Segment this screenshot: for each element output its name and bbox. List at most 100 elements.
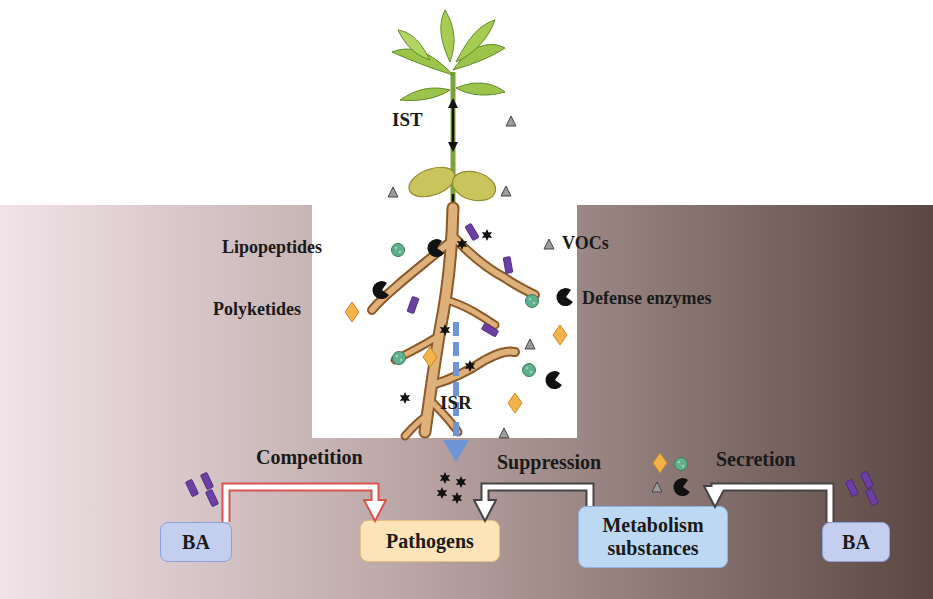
arrow-shaft (453, 322, 459, 442)
bacterium-symbol (865, 488, 878, 505)
process-box: Metabolism substances (578, 506, 728, 568)
polyketide-symbol (345, 302, 359, 322)
bacterium-symbol (185, 479, 198, 496)
bacterium-symbol (845, 479, 858, 496)
rhizosphere-window (312, 205, 577, 438)
plant-shoot (392, 10, 505, 212)
lipopeptide-symbol (393, 352, 406, 365)
lipopeptide-symbol (526, 295, 539, 308)
cotyledon (405, 162, 459, 203)
bacterium-symbol (860, 471, 873, 488)
signal-label: ISR (440, 392, 472, 414)
target-box: Pathogens (360, 520, 500, 562)
root-fill (405, 415, 428, 436)
bacterium-symbol (407, 296, 419, 313)
root (432, 352, 515, 385)
arrow-head (443, 440, 469, 462)
ist-arrow (448, 98, 458, 213)
enzyme-symbol (372, 281, 389, 299)
voc-symbol (388, 187, 398, 197)
polyketides (345, 302, 667, 473)
lipopeptide-symbol (523, 364, 536, 377)
enzyme-symbol (545, 371, 562, 389)
root-fill (432, 352, 515, 385)
arrow-head (448, 142, 458, 152)
bacterium-symbol (481, 323, 498, 337)
enzyme-symbol (556, 288, 573, 306)
voc-symbol (652, 482, 662, 492)
root (452, 235, 535, 295)
arrow-head (448, 98, 458, 108)
leaf (456, 83, 505, 95)
bacterium-symbol (465, 223, 479, 240)
edge-label: Suppression (497, 451, 601, 474)
voc-symbol (506, 116, 516, 126)
block-arrow (485, 487, 590, 508)
pathogen-symbol (440, 472, 450, 484)
voc-symbol (544, 239, 554, 249)
agent-box: BA (822, 522, 890, 562)
block-arrow-fill (715, 487, 830, 522)
voc-symbol (499, 428, 509, 438)
compound-label: Lipopeptides (222, 237, 322, 258)
voc-symbol (501, 186, 511, 196)
lipopeptides (392, 244, 688, 471)
block-arrow (715, 487, 830, 522)
connector-group (715, 487, 830, 522)
enzyme-symbol (673, 478, 690, 496)
edge-label: Secretion (716, 448, 796, 471)
bacterium-symbol (200, 472, 213, 489)
compound-label: Polyketides (213, 299, 301, 320)
lipopeptide-symbol (392, 244, 405, 257)
leaf (456, 20, 495, 62)
pathogen-symbol (456, 476, 466, 488)
pathogen-symbol (452, 492, 462, 504)
node-text: BA (842, 531, 870, 554)
pathogen-symbol (482, 229, 492, 241)
node-text: BA (182, 531, 210, 554)
enzyme-symbol (427, 239, 444, 257)
pathogen-symbol (457, 238, 467, 250)
connector-group (485, 487, 590, 508)
cotyledon (449, 167, 499, 205)
agent-box: BA (160, 522, 232, 562)
compound-label: VOCs (562, 233, 609, 254)
bacteria (185, 223, 878, 506)
pathogen-symbol (437, 487, 447, 499)
leaf (400, 88, 450, 100)
leaf (441, 10, 454, 62)
block-arrow-fill (485, 487, 590, 506)
voc-symbol (525, 339, 535, 349)
node-text: Pathogens (386, 530, 474, 553)
arrow-shaft (452, 106, 455, 144)
pathogen-symbol (400, 392, 410, 404)
polyketide-symbol (653, 453, 667, 473)
bacterium-symbol (503, 257, 513, 274)
connector-group (226, 487, 375, 522)
pathogen-symbol (440, 324, 450, 336)
defense-enzymes (372, 239, 690, 496)
soil-background (0, 205, 933, 599)
node-text: Metabolism substances (579, 514, 727, 560)
polyketide-symbol (423, 347, 437, 367)
leaf (398, 30, 430, 60)
signal-label: IST (392, 109, 423, 131)
root-fill (452, 235, 535, 295)
compound-label: Defense enzymes (582, 288, 711, 309)
polyketide-symbol (553, 325, 567, 345)
edge-label: Competition (256, 446, 363, 469)
block-arrow (226, 487, 375, 522)
bacterium-symbol (205, 489, 218, 506)
root-fill (446, 300, 495, 325)
root (446, 300, 495, 325)
lipopeptide-symbol (675, 458, 688, 471)
pathogen-cells (400, 229, 492, 504)
block-arrow-fill (226, 487, 375, 522)
polyketide-symbol (508, 393, 522, 413)
pathogen-symbol (465, 360, 475, 372)
